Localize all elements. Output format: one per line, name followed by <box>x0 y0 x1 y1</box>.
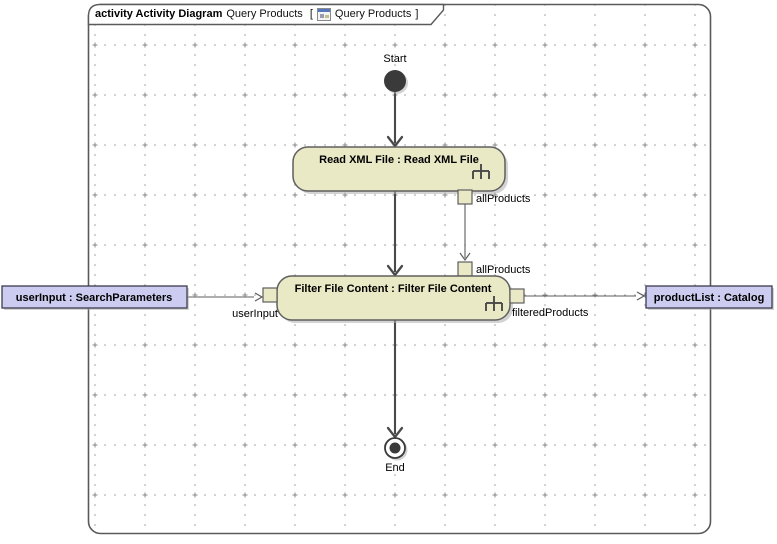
param-product-list[interactable] <box>645 285 773 309</box>
control-flow-start-to-read[interactable] <box>386 92 404 148</box>
param-user-input[interactable] <box>1 285 188 309</box>
object-flow-user-input[interactable] <box>187 292 264 302</box>
pin-label-filtered-products: filteredProducts <box>512 307 589 319</box>
final-node-core <box>389 442 401 454</box>
initial-node[interactable] <box>384 70 406 92</box>
pin-label-all-products-out: allProducts <box>476 193 531 205</box>
frame-keyword: activity Activity Diagram <box>95 8 223 20</box>
pin-label-user-input: userInput <box>232 308 278 320</box>
frame-heading[interactable] <box>87 3 445 26</box>
read-action-label: Read XML File : Read XML File <box>319 154 479 166</box>
control-flow-filter-to-end[interactable] <box>386 320 404 439</box>
pin-filter-in-all-products[interactable] <box>457 261 473 277</box>
pin-label-all-products-in: allProducts <box>476 264 531 276</box>
frame-close-bracket: ] <box>415 8 419 20</box>
object-flow-filtered-products[interactable] <box>524 291 646 301</box>
activity-diagram-icon <box>316 7 331 21</box>
initial-node-label: Start <box>383 53 406 65</box>
frame-open-bracket: [ <box>309 8 313 20</box>
filter-action-label: Filter File Content : Filter File Conten… <box>295 283 492 295</box>
rake-icon <box>472 164 490 179</box>
pin-filter-out-filtered-products[interactable] <box>509 288 525 304</box>
frame-name: Query Products <box>226 8 306 20</box>
param-product-list-label: productList : Catalog <box>654 292 765 304</box>
frame-title: activity Activity Diagram Query Products… <box>95 6 418 22</box>
frame-ref: Query Products <box>334 8 412 20</box>
object-flow-all-products[interactable] <box>459 204 471 262</box>
pin-read-out-all-products[interactable] <box>457 189 473 205</box>
read-action[interactable] <box>292 146 506 192</box>
param-user-input-label: userInput : SearchParameters <box>16 292 173 304</box>
rake-icon <box>485 296 503 311</box>
control-flow-read-to-filter[interactable] <box>386 191 404 277</box>
final-node-label: End <box>385 462 405 474</box>
pin-filter-in-user-input[interactable] <box>262 287 278 303</box>
